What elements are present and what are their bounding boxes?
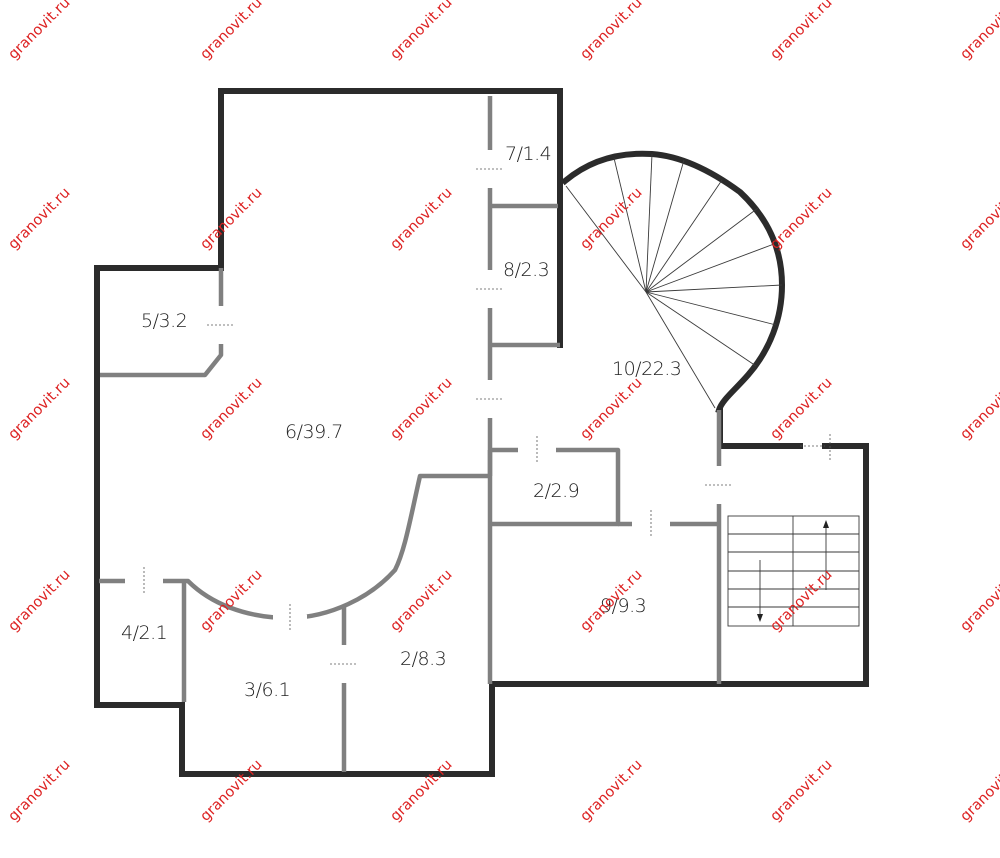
room-label-2a: 2/2.9 [533,480,579,502]
room-label-3: 3/6.1 [244,679,290,701]
watermark: granovit.ru [6,567,74,635]
door-2a [518,436,556,464]
watermark: granovit.ru [198,185,266,253]
stair-arrow-up-head [823,520,829,528]
watermark: granovit.ru [6,375,74,443]
watermark: granovit.ru [6,0,74,63]
door-7 [476,150,504,188]
door-8 [476,270,504,308]
straight-staircase [727,515,860,627]
watermark: granovit.ru [578,375,646,443]
watermark: granovit.ru [198,567,266,635]
door-4 [125,567,163,595]
stair-arrow-down-head [757,614,763,622]
watermark: granovit.ru [958,185,1000,253]
room-label-8: 8/2.3 [503,259,549,281]
watermark: granovit.ru [578,185,646,253]
door-3 [273,604,307,632]
door-exterior [800,434,831,460]
watermark: granovit.ru [768,757,836,825]
watermark: granovit.ru [958,757,1000,825]
watermark: granovit.ru [388,567,456,635]
door-5 [207,306,235,344]
watermark: granovit.ru [958,567,1000,635]
door-6-10 [476,380,504,418]
spiral-staircase [565,153,783,409]
room-label-4: 4/2.1 [121,622,167,644]
room-labels: 7/1.4 8/2.3 5/3.2 6/39.7 10/22.3 2/2.9 9… [121,143,682,701]
watermark: granovit.ru [388,757,456,825]
watermarks: granovit.ru granovit.ru granovit.ru gran… [6,0,1000,825]
watermark: granovit.ru [388,185,456,253]
watermark: granovit.ru [958,375,1000,443]
watermark: granovit.ru [578,757,646,825]
watermark: granovit.ru [768,185,836,253]
watermark: granovit.ru [768,375,836,443]
room-label-9: 9/9.3 [600,595,646,617]
room-label-5: 5/3.2 [141,310,187,332]
spiral-stair-wall [560,150,786,414]
door-9 [632,510,670,538]
watermark: granovit.ru [6,185,74,253]
door-stair-hall [705,466,733,504]
watermark: granovit.ru [6,757,74,825]
watermark: granovit.ru [578,0,646,63]
watermark: granovit.ru [388,375,456,443]
room-label-10: 10/22.3 [612,358,681,380]
room-label-2b: 2/8.3 [400,648,446,670]
watermark: granovit.ru [958,0,1000,63]
watermark: granovit.ru [388,0,456,63]
doors [125,150,831,683]
watermark: granovit.ru [768,0,836,63]
watermark: granovit.ru [198,0,266,63]
watermark: granovit.ru [198,375,266,443]
room-label-7: 7/1.4 [505,143,551,165]
door-3-2 [330,645,358,683]
watermark: granovit.ru [768,567,836,635]
watermark: granovit.ru [198,757,266,825]
room-label-6: 6/39.7 [285,421,343,443]
